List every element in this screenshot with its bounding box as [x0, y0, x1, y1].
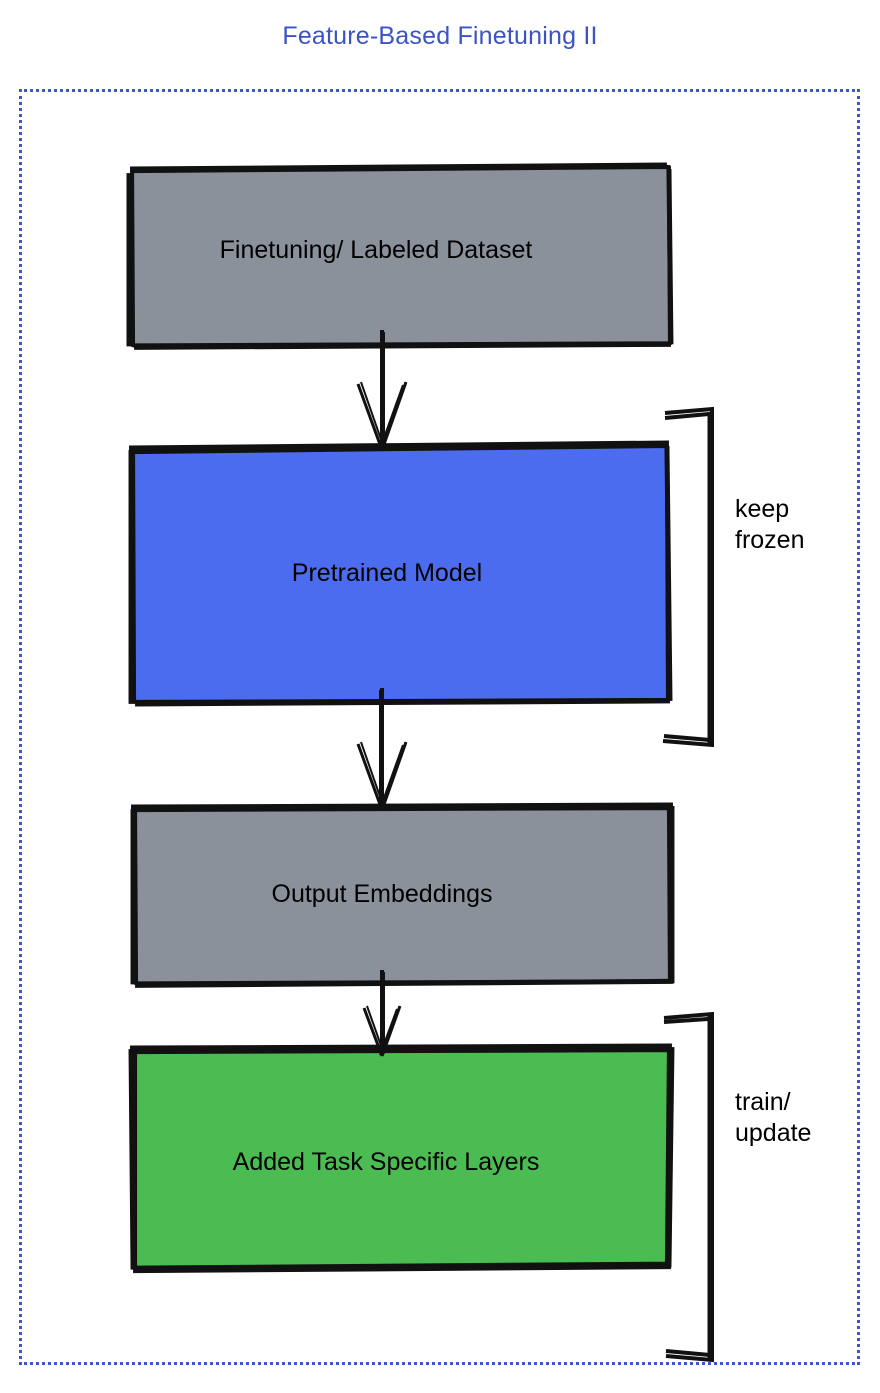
node-dataset-shape	[126, 162, 674, 350]
node-task-specific-layers-label: Added Task Specific Layers	[232, 1147, 540, 1176]
node-pretrained-model[interactable]: Pretrained Model	[128, 440, 673, 707]
edge-dataset-to-pretrained	[356, 330, 408, 451]
edge-embeddings-to-task-layers	[362, 970, 402, 1057]
bracket-train-update	[663, 1011, 714, 1363]
edge-pretrained-to-embeddings	[356, 688, 408, 811]
node-task-specific-layers-shape	[128, 1043, 675, 1274]
node-dataset[interactable]: Finetuning/ Labeled Dataset	[126, 162, 674, 350]
bracket-keep-frozen	[662, 406, 714, 748]
node-task-specific-layers[interactable]: Added Task Specific Layers	[128, 1043, 675, 1274]
annotation-train-update-line1: train/	[735, 1088, 791, 1116]
diagram-frame	[19, 89, 860, 1365]
node-output-embeddings-shape	[130, 802, 675, 988]
page-title: Feature-Based Finetuning II	[282, 22, 598, 50]
annotation-keep-frozen-line1: keep	[735, 495, 790, 523]
annotation-keep-frozen-line2: frozen	[735, 525, 805, 554]
node-pretrained-model-shape	[128, 440, 673, 707]
node-dataset-label: Finetuning/ Labeled Dataset	[219, 235, 533, 264]
node-output-embeddings[interactable]: Output Embeddings	[130, 802, 675, 988]
node-output-embeddings-label: Output Embeddings	[271, 879, 493, 908]
annotation-keep-frozen: keep frozen	[735, 494, 804, 555]
annotation-train-update-line2: update	[735, 1118, 812, 1147]
node-pretrained-model-label: Pretrained Model	[291, 558, 483, 587]
annotation-train-update: train/ update	[735, 1087, 811, 1148]
